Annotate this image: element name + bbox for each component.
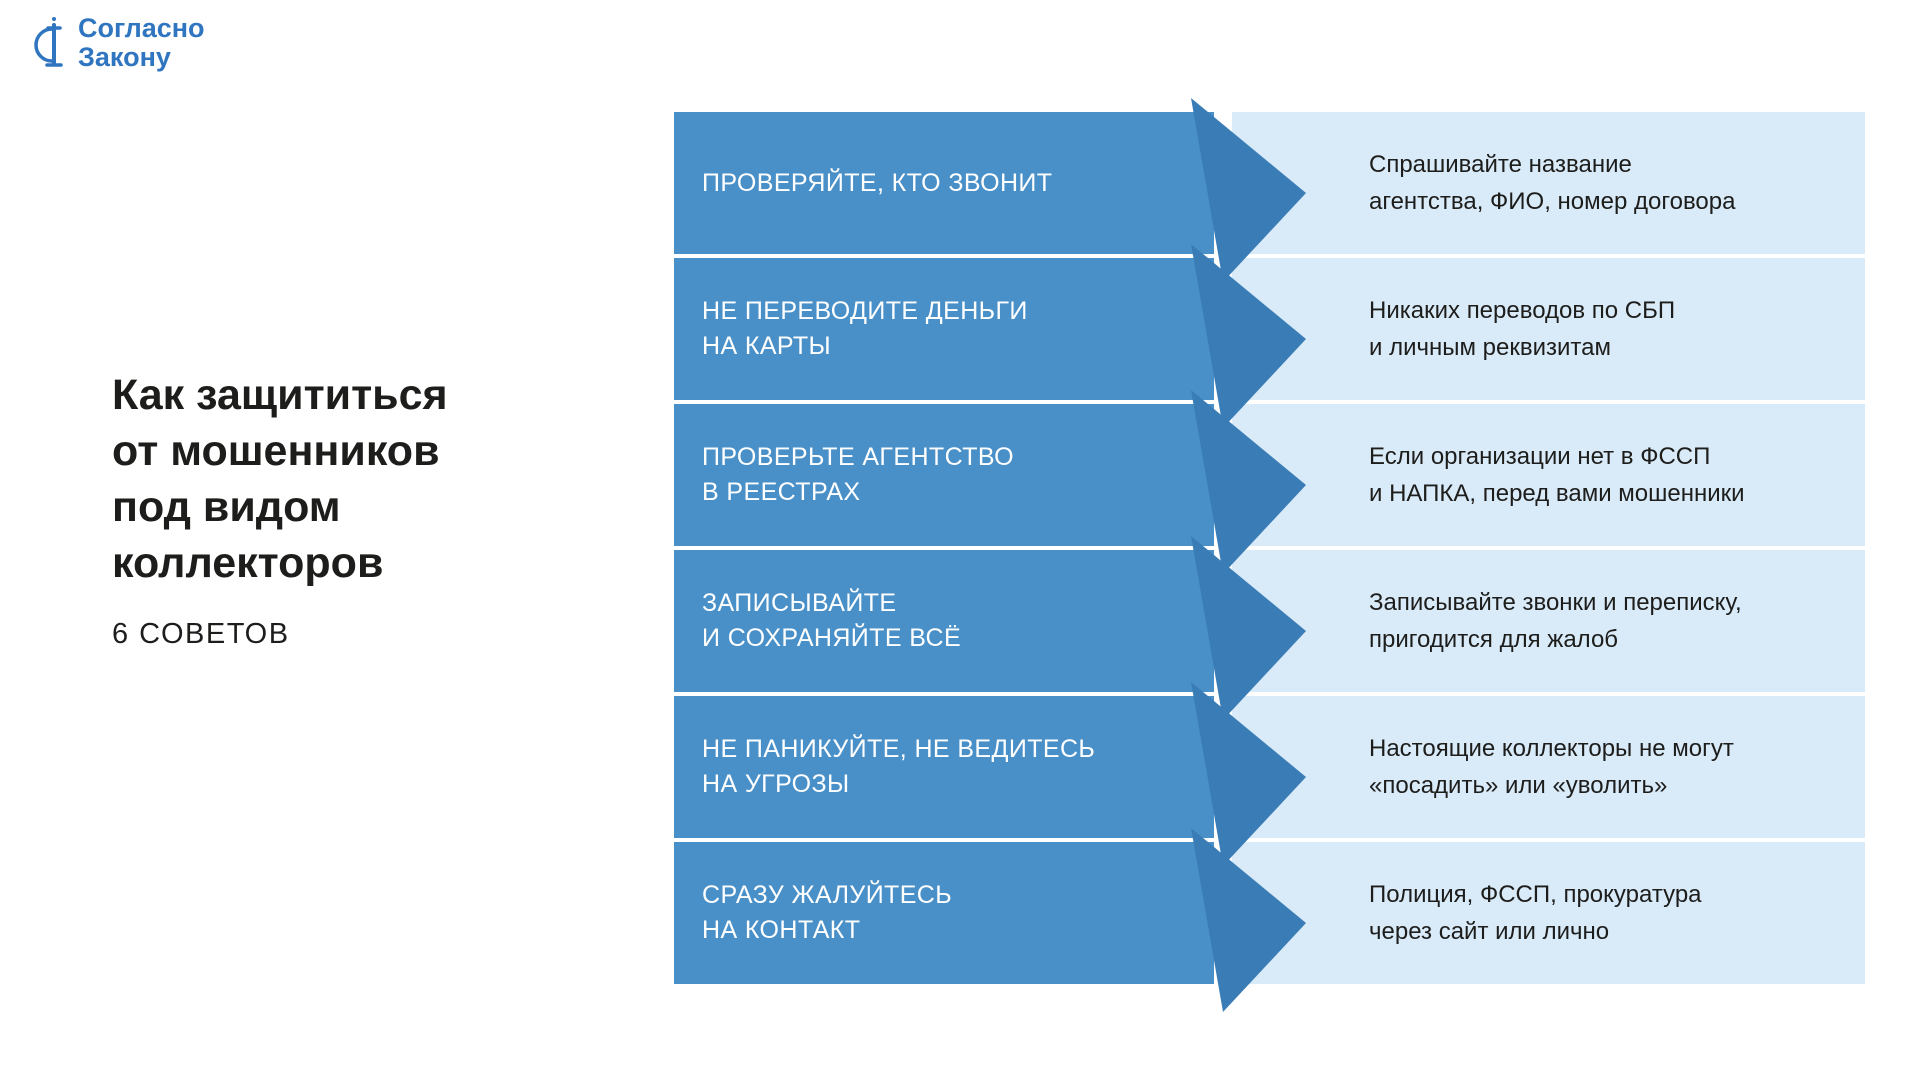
tip-description: Спрашивайте название агентства, ФИО, ном… bbox=[1369, 150, 1736, 215]
tip-description-box: Если организации нет в ФССП и НАПКА, пер… bbox=[1232, 404, 1865, 546]
tip-title-box: НЕ ПЕРЕВОДИТЕ ДЕНЬГИ НА КАРТЫ bbox=[674, 258, 1214, 400]
tip-description-box: Спрашивайте название агентства, ФИО, ном… bbox=[1232, 112, 1865, 254]
tip-title: НЕ ПАНИКУЙТЕ, НЕ ВЕДИТЕСЬ НА УГРОЗЫ bbox=[702, 735, 1096, 798]
tip-title: ПРОВЕРЯЙТЕ, КТО ЗВОНИТ bbox=[702, 168, 1053, 197]
tip-row: ПРОВЕРЬТЕ АГЕНТСТВО В РЕЕСТРАХ Если орга… bbox=[674, 390, 1865, 574]
intro-block: Как защититься от мошенников под видом к… bbox=[112, 368, 612, 651]
tip-row: ЗАПИСЫВАЙТЕ И СОХРАНЯЙТЕ ВСЁ Записывайте… bbox=[674, 536, 1865, 720]
tip-row: НЕ ПЕРЕВОДИТЕ ДЕНЬГИ НА КАРТЫ Никаких пе… bbox=[674, 244, 1865, 428]
tip-description-box: Полиция, ФССП, прокуратура через сайт ил… bbox=[1232, 842, 1865, 984]
tip-title-box: ПРОВЕРЯЙТЕ, КТО ЗВОНИТ bbox=[674, 112, 1214, 254]
tip-description-box: Настоящие коллекторы не могут «посадить»… bbox=[1232, 696, 1865, 838]
justice-gavel-icon bbox=[22, 15, 68, 71]
tip-description: Полиция, ФССП, прокуратура через сайт ил… bbox=[1369, 880, 1702, 945]
tip-description: Никаких переводов по СБП и личным реквиз… bbox=[1369, 296, 1676, 361]
tip-title: НЕ ПЕРЕВОДИТЕ ДЕНЬГИ НА КАРТЫ bbox=[702, 297, 1028, 360]
logo: Согласно Закону bbox=[22, 13, 205, 73]
tip-description-box: Никаких переводов по СБП и личным реквиз… bbox=[1232, 258, 1865, 400]
logo-text: Согласно Закону bbox=[78, 13, 205, 73]
page-subtitle: 6 СОВЕТОВ bbox=[112, 617, 290, 650]
logo-text-line2: Закону bbox=[78, 42, 171, 73]
logo-text-line1: Согласно bbox=[78, 13, 205, 43]
tip-description: Если организации нет в ФССП и НАПКА, пер… bbox=[1369, 442, 1745, 507]
tip-title-box: СРАЗУ ЖАЛУЙТЕСЬ НА КОНТАКТ bbox=[674, 842, 1214, 984]
tip-title: ЗАПИСЫВАЙТЕ И СОХРАНЯЙТЕ ВСЁ bbox=[702, 589, 962, 652]
tip-title-box: ЗАПИСЫВАЙТЕ И СОХРАНЯЙТЕ ВСЁ bbox=[674, 550, 1214, 692]
tip-description: Записывайте звонки и переписку, пригодит… bbox=[1369, 588, 1742, 653]
tip-row: ПРОВЕРЯЙТЕ, КТО ЗВОНИТ Спрашивайте назва… bbox=[674, 98, 1865, 282]
tip-row: СРАЗУ ЖАЛУЙТЕСЬ НА КОНТАКТ Полиция, ФССП… bbox=[674, 828, 1865, 1012]
tip-row: НЕ ПАНИКУЙТЕ, НЕ ВЕДИТЕСЬ НА УГРОЗЫ Наст… bbox=[674, 682, 1865, 866]
tip-title-box: ПРОВЕРЬТЕ АГЕНТСТВО В РЕЕСТРАХ bbox=[674, 404, 1214, 546]
tip-title-box: НЕ ПАНИКУЙТЕ, НЕ ВЕДИТЕСЬ НА УГРОЗЫ bbox=[674, 696, 1214, 838]
tip-description: Настоящие коллекторы не могут «посадить»… bbox=[1369, 734, 1734, 799]
tip-title: СРАЗУ ЖАЛУЙТЕСЬ НА КОНТАКТ bbox=[702, 881, 953, 944]
tip-description-box: Записывайте звонки и переписку, пригодит… bbox=[1232, 550, 1865, 692]
tip-title: ПРОВЕРЬТЕ АГЕНТСТВО В РЕЕСТРАХ bbox=[702, 443, 1014, 506]
page-title: Как защититься от мошенников под видом к… bbox=[112, 371, 448, 587]
tips-panel: ПРОВЕРЯЙТЕ, КТО ЗВОНИТ Спрашивайте назва… bbox=[674, 98, 1865, 1012]
